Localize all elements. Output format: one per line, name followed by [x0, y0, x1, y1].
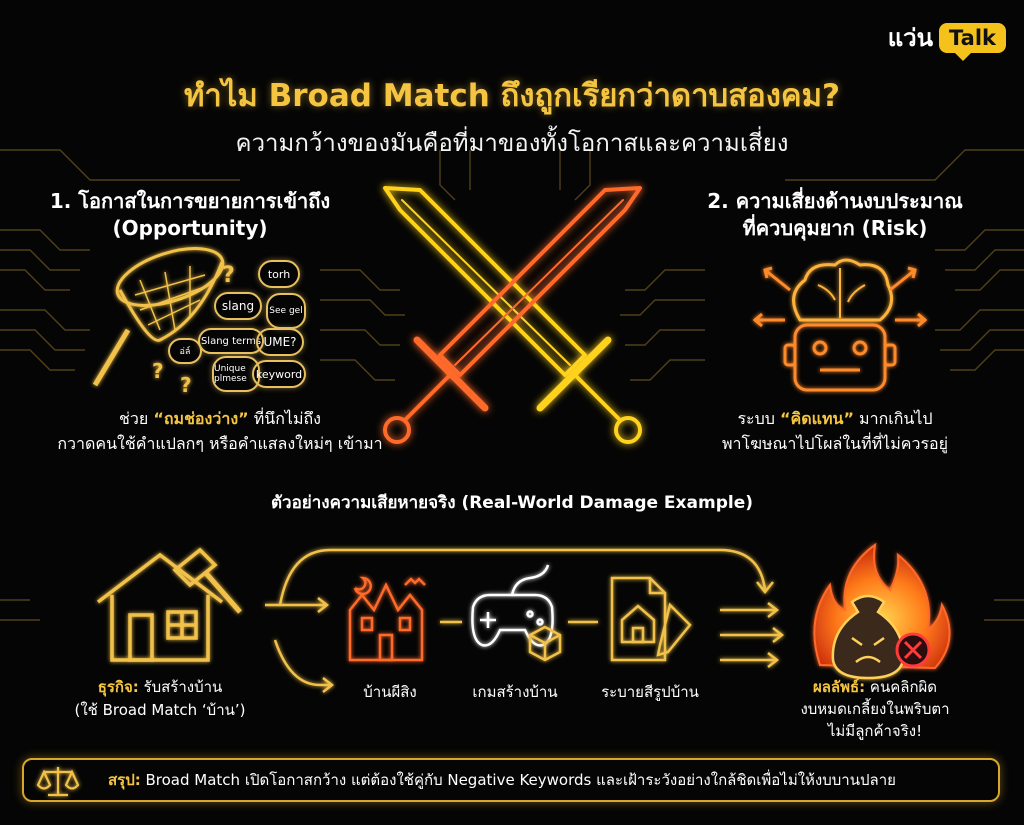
- result-line3: ไม่มีลูกค้าจริง!: [827, 721, 923, 740]
- brain-robot-icon: [752, 258, 928, 392]
- opportunity-desc-prefix: ช่วย: [119, 409, 154, 428]
- flow-arrows: [265, 548, 785, 693]
- example-item-building-game: เกมสร้างบ้าน: [472, 683, 558, 701]
- risk-desc-suffix: มากเกินไป: [853, 409, 933, 428]
- scale-icon: [36, 767, 80, 797]
- opportunity-description: ช่วย “ถมช่องว่าง” ที่นึกไม่ถึง กวาดคนใช้…: [20, 407, 420, 457]
- risk-heading-line1: 2. ความเสี่ยงด้านงบประมาณ: [707, 189, 963, 213]
- risk-desc-prefix: ระบบ: [737, 409, 781, 428]
- keyword-bubble: slang: [214, 292, 262, 320]
- brand-logo: แว่น Talk: [887, 18, 1006, 61]
- result-caption: ผลลัพธ์: คนคลิกผิด งบหมดเกลี้ยงในพริบตา …: [755, 677, 995, 742]
- svg-text:?: ?: [222, 263, 235, 288]
- result-line2: งบหมดเกลี้ยงในพริบตา: [800, 699, 950, 718]
- haunted-house-icon: [348, 576, 426, 662]
- example-heading: ตัวอย่างความเสียหายจริง (Real-World Dama…: [271, 493, 753, 513]
- opportunity-heading-line2: (Opportunity): [112, 216, 268, 240]
- circuit-lines-decoration: [0, 149, 1024, 621]
- example-item-coloring-page: ระบายสีรูปบ้าน: [601, 683, 699, 701]
- keyword-bubble: torh: [258, 260, 300, 288]
- business-label: ธุรกิจ:: [97, 678, 139, 696]
- summary-label: สรุป:: [108, 771, 141, 789]
- coloring-page-icon: [610, 576, 692, 662]
- box-icon: [528, 625, 562, 662]
- business-caption: ธุรกิจ: รับสร้างบ้าน (ใช้ Broad Match ‘บ…: [40, 676, 280, 723]
- risk-description: ระบบ “คิดแทน” มากเกินไป พาโฆษณาไปโผล่ในท…: [655, 407, 1015, 457]
- gamepad-icon: [471, 564, 554, 647]
- brand-badge: Talk: [939, 22, 1006, 61]
- question-mark-icons: ? ? ?: [152, 263, 235, 397]
- opportunity-heading: 1. โอกาสในการขยายการเข้าถึง (Opportunity…: [20, 188, 360, 242]
- risk-desc-emphasis: “คิดแทน”: [780, 409, 854, 428]
- keyword-bubble: อ่ล์: [168, 338, 202, 364]
- risk-desc-line2: พาโฆษณาไปโผล่ในที่ที่ไม่ควรอยู่: [721, 433, 949, 453]
- keyword-bubble: UME?: [256, 328, 304, 356]
- risk-heading: 2. ความเสี่ยงด้านงบประมาณ ที่ควบคุมยาก (…: [665, 188, 1005, 242]
- risk-heading-line2: ที่ควบคุมยาก (Risk): [742, 216, 928, 240]
- business-line2: (ใช้ Broad Match ‘บ้าน’): [74, 701, 246, 720]
- business-value: รับสร้างบ้าน: [138, 678, 223, 696]
- opportunity-heading-line1: 1. โอกาสในการขยายการเข้าถึง: [49, 189, 331, 213]
- summary-text: สรุป: Broad Match เปิดโอกาสกว้าง แต่ต้อง…: [108, 768, 896, 792]
- summary-box: สรุป: Broad Match เปิดโอกาสกว้าง แต่ต้อง…: [22, 758, 1000, 802]
- example-item-haunted-house: บ้านผีสิง: [363, 683, 417, 701]
- opportunity-desc-line2: กวาดคนใช้คำแปลกๆ หรือคำแสลงใหม่ๆ เข้ามา: [57, 433, 383, 453]
- keyword-bubble: Slang terms: [198, 328, 264, 354]
- brand-name: แว่น: [887, 24, 934, 52]
- opportunity-desc-emphasis: “ถมช่องว่าง”: [153, 409, 249, 428]
- svg-text:?: ?: [180, 373, 192, 397]
- house-hammer-icon: [96, 547, 242, 662]
- burning-money-bag-icon: [813, 542, 951, 680]
- butterfly-net-icon: [92, 247, 225, 387]
- page-subtitle: ความกว้างของมันคือที่มาของทั้งโอกาสและคว…: [235, 129, 789, 157]
- svg-text:?: ?: [152, 359, 164, 383]
- crossed-swords-icon: [383, 186, 642, 444]
- page-title: ทำไม Broad Match ถึงถูกเรียกว่าดาบสองคม?: [183, 78, 841, 114]
- opportunity-desc-suffix: ที่นึกไม่ถึง: [248, 409, 321, 428]
- result-value: คนคลิกผิด: [865, 678, 938, 696]
- keyword-bubble: See gel: [266, 293, 306, 329]
- result-label: ผลลัพธ์:: [812, 678, 866, 696]
- keyword-bubble: keyword: [252, 360, 306, 388]
- summary-body: Broad Match เปิดโอกาสกว้าง แต่ต้องใช้คู่…: [140, 771, 896, 789]
